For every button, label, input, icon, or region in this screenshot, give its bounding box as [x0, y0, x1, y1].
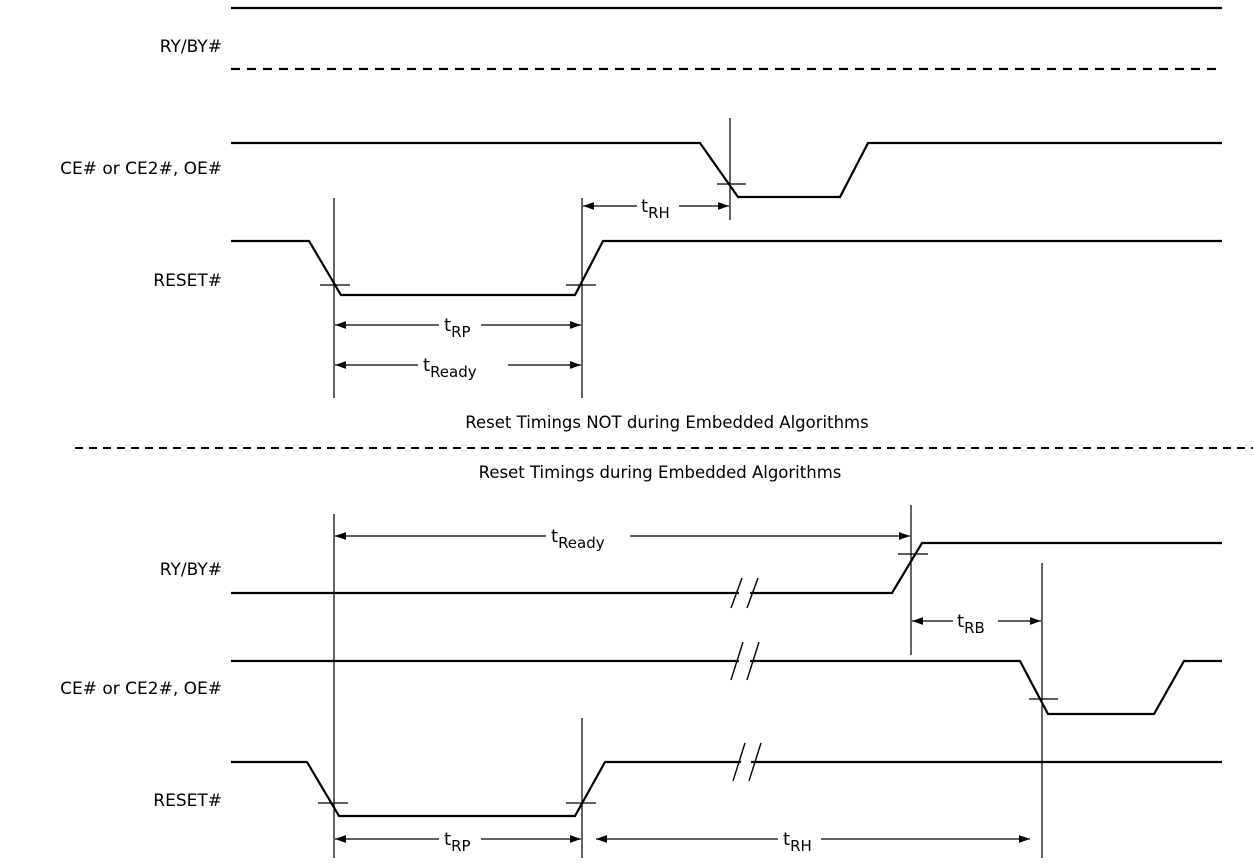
top-reset-waveform — [231, 239, 1222, 297]
bottom-trh-label: tRH — [783, 829, 812, 855]
top-ce-waveform — [231, 141, 1222, 199]
top-trp-label: tRP — [444, 315, 471, 341]
bottom-trp-label: tRP — [444, 829, 471, 855]
bottom-ce-label: CE# or CE2#, OE# — [60, 679, 222, 699]
bottom-ryby-label: RY/BY# — [160, 560, 222, 580]
bottom-reset-waveform — [231, 760, 1222, 818]
caption-not-during: Reset Timings NOT during Embedded Algori… — [465, 413, 868, 432]
break-mark-ryby — [730, 577, 759, 609]
top-ce-label: CE# or CE2#, OE# — [60, 159, 222, 179]
caption-during: Reset Timings during Embedded Algorithms — [479, 463, 842, 482]
bottom-ryby-waveform — [231, 541, 1222, 595]
top-ryby-label: RY/BY# — [160, 37, 222, 57]
bottom-reset-label: RESET# — [153, 791, 222, 811]
top-tready-label: tReady — [423, 355, 477, 381]
bottom-ce-waveform — [231, 659, 1222, 716]
top-section: RY/BY# CE# or CE2#, OE# RESET# tRH tRP t… — [60, 6, 1222, 398]
top-trh-label: tRH — [641, 196, 670, 222]
bottom-section: RY/BY# CE# or CE2#, OE# RESET# — [60, 505, 1222, 858]
bottom-trb-label: tRB — [957, 611, 985, 637]
break-mark-ce — [730, 641, 760, 681]
bottom-tready-label: tReady — [551, 526, 605, 552]
break-mark-reset — [732, 742, 762, 782]
top-reset-label: RESET# — [153, 271, 222, 291]
